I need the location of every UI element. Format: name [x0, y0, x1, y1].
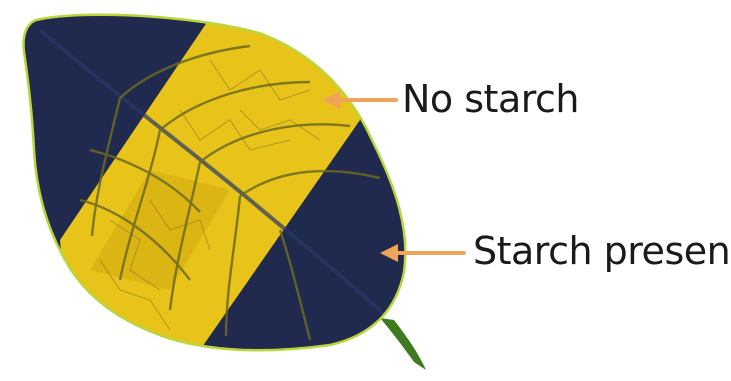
leaf-stem [380, 318, 426, 370]
arrow-starch-present [380, 244, 464, 262]
label-no-starch: No starch [402, 80, 579, 118]
label-starch-present: Starch present [473, 232, 731, 270]
